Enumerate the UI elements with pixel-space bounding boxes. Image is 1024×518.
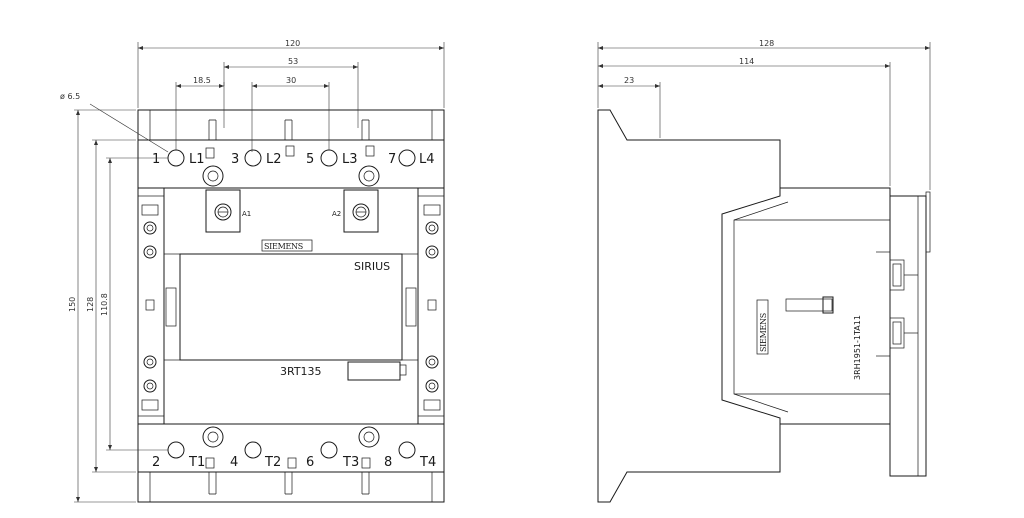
terminal-label: L2: [266, 152, 282, 167]
side-brand-logo: SIEMENS: [759, 313, 768, 352]
dim-pole-pitch: 18.5: [193, 76, 211, 85]
top-terminal-lugs: [205, 119, 375, 159]
side-brand-plate: [756, 299, 769, 355]
dim-hole-spacing: 110.8: [100, 293, 109, 316]
mounting-hole: [202, 426, 224, 448]
front-view: A1 A2 SIEMENS SIRIUS 3RT135: [60, 39, 445, 503]
dim-overall-depth: 128: [759, 39, 774, 48]
side-profile: [597, 109, 927, 503]
series-label: SIRIUS: [354, 260, 390, 273]
latch-left: [165, 287, 177, 327]
coil-terminal-a2: [343, 189, 379, 233]
latch-right: [405, 287, 417, 327]
front-window: [179, 253, 403, 361]
screw-icon: [352, 203, 370, 221]
terminal-label: L1: [189, 152, 205, 167]
coil-terminal-a1: [205, 189, 241, 233]
front-outline: [137, 109, 445, 503]
dim-overall-width: 120: [285, 39, 300, 48]
terminal-label: T2: [264, 455, 281, 470]
terminal-label: 8: [384, 455, 392, 470]
accessory-label: 3RH1951-1TA11: [853, 315, 862, 380]
model-label: 3RT135: [280, 365, 322, 378]
indicator-slot: [785, 298, 833, 312]
terminal-label: 4: [230, 455, 238, 470]
dim-offset: 23: [624, 76, 634, 85]
terminal-label: 1: [152, 152, 160, 167]
terminal-label: L4: [419, 152, 435, 167]
brand-logo: SIEMENS: [264, 242, 303, 251]
side-view: SIEMENS 3RH1951-1TA11 128: [597, 39, 931, 503]
dim-body-depth: 114: [739, 57, 754, 66]
dim-overall-height: 150: [68, 297, 77, 312]
dim-mounting-height: 128: [86, 297, 95, 312]
bottom-terminal-lugs: [205, 457, 371, 495]
side-dimensions: 128 114 23: [597, 39, 931, 190]
side-strip-screws: [141, 204, 441, 411]
terminal-label: 5: [306, 152, 314, 167]
terminal-label: T1: [188, 455, 205, 470]
top-terminal-screws: [167, 149, 416, 167]
screw-icon: [214, 203, 232, 221]
coil-label-a1: A1: [242, 210, 251, 218]
dim-hole-diameter: ø 6.5: [60, 92, 80, 101]
coil-label-a2: A2: [332, 210, 341, 218]
side-inner-module: [721, 188, 781, 424]
auxiliary-contact-blocks: [876, 251, 918, 357]
center-cover: [163, 187, 419, 425]
terminal-label: T4: [419, 455, 436, 470]
front-dimensions: 120 53 30 18.5 ø 6.5: [60, 39, 445, 503]
terminal-label: T3: [342, 455, 359, 470]
mounting-hole: [358, 165, 380, 187]
terminal-label: 6: [306, 455, 314, 470]
brand-plate: [261, 239, 313, 252]
mounting-hole: [202, 165, 224, 187]
terminal-label: 2: [152, 455, 160, 470]
dim-inner-pole-span: 30: [286, 76, 296, 85]
terminal-label: 7: [388, 152, 396, 167]
terminal-label: 3: [231, 152, 239, 167]
dim-outer-pole-span: 53: [288, 57, 298, 66]
auxiliary-slot: [347, 361, 401, 381]
terminal-label: L3: [342, 152, 358, 167]
mounting-hole: [358, 426, 380, 448]
